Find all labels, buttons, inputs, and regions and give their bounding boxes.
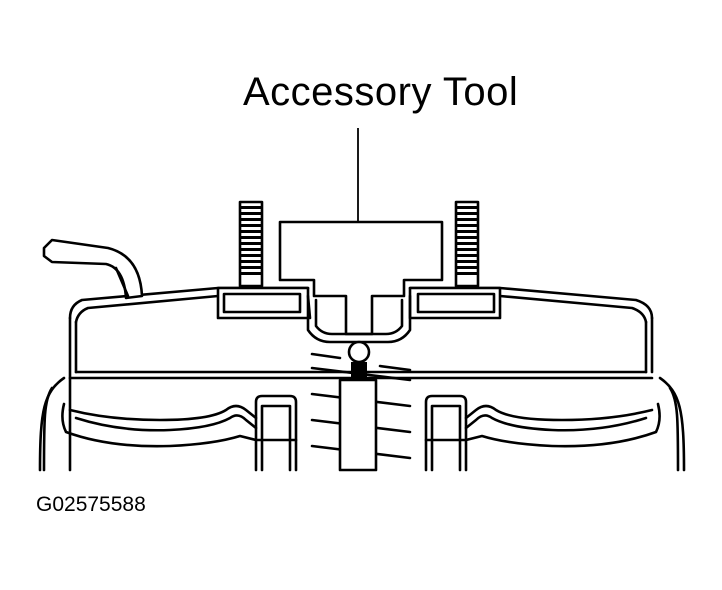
left-diaphragm xyxy=(61,402,258,448)
housing-outer-wall xyxy=(38,316,686,472)
right-threaded-stud xyxy=(454,200,480,288)
right-diaphragm xyxy=(464,402,661,448)
vacuum-hose-fitting xyxy=(42,238,144,300)
stud-base-plates xyxy=(216,286,502,320)
valve-ball xyxy=(347,340,371,380)
accessory-tool-label: Accessory Tool xyxy=(243,70,519,114)
left-threaded-stud xyxy=(238,200,264,288)
push-rod xyxy=(338,378,378,472)
left-inner-hub xyxy=(254,394,298,472)
figure-id: G02575588 xyxy=(36,493,146,516)
right-inner-hub xyxy=(424,394,468,472)
